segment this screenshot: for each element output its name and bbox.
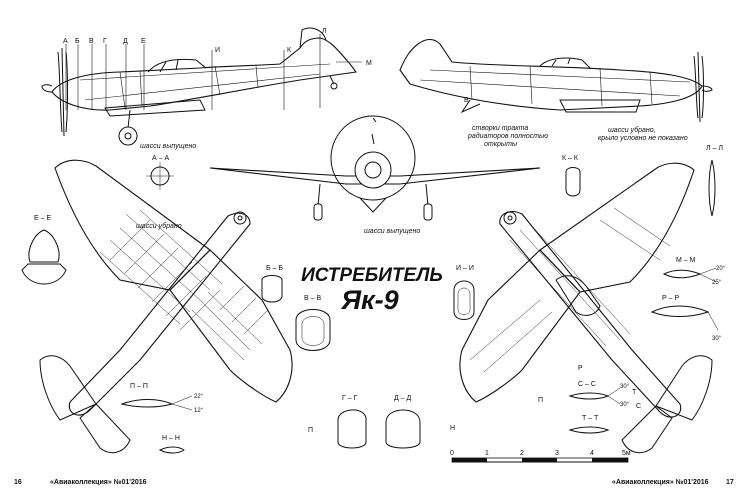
gear-down-side-note: шасси выпущено: [140, 143, 196, 150]
scale-tick-3: 3: [555, 450, 559, 457]
footer-left-publication: «Авиаколлекция» №01'2016: [50, 478, 147, 486]
svg-text:30°: 30°: [620, 402, 630, 408]
station-e-label: Е: [141, 38, 146, 45]
svg-text:30°: 30°: [620, 384, 630, 390]
svg-text:А – А: А – А: [152, 155, 169, 162]
footer-right-page: 17: [726, 479, 734, 486]
scale-tick-4: 4: [590, 450, 594, 457]
station-a-label: А: [63, 38, 68, 45]
section-gg: Г – Г: [337, 395, 367, 449]
plan-view-left: шасси убрано: [39, 159, 293, 454]
side-view-left: А Б В Г Д Е И К Л М шасси выпущено: [41, 27, 372, 150]
svg-text:Т – Т: Т – Т: [582, 415, 599, 422]
section-ii: И – И: [453, 265, 475, 320]
section-bb: Б – Б: [261, 265, 283, 303]
front-view: шасси выпущено: [209, 115, 541, 235]
svg-text:И – И: И – И: [456, 265, 474, 272]
footer-left-page: 16: [14, 479, 22, 486]
station-i-label: И: [215, 47, 220, 54]
scale-tick-2: 2: [520, 450, 524, 457]
plan-view-right: [459, 162, 713, 454]
svg-text:Е – Е: Е – Е: [34, 215, 51, 222]
section-ll: Л – Л: [706, 145, 723, 217]
svg-text:С: С: [636, 403, 641, 410]
svg-text:Н – Н: Н – Н: [162, 435, 180, 442]
gear-up-plan-note: шасси убрано: [136, 222, 182, 230]
section-dd: Д – Д: [385, 395, 421, 449]
radiator-flaps-note: створки тракта радиаторов полностью откр…: [467, 125, 550, 148]
scale-bar: 0 1 2 3 4 5м: [450, 450, 631, 463]
station-d-label: Д: [123, 38, 128, 45]
section-ee: Е – Е: [21, 215, 67, 285]
svg-text:Р: Р: [578, 365, 583, 372]
station-k-label: К: [287, 47, 292, 54]
svg-text:Л – Л: Л – Л: [706, 145, 723, 152]
station-m-label: М: [366, 60, 372, 67]
svg-text:С – С: С – С: [578, 381, 596, 388]
svg-text:М – М: М – М: [676, 257, 696, 264]
svg-text:Н: Н: [450, 425, 455, 432]
section-tt: Т – Т: [568, 415, 610, 434]
station-l-label: Л: [322, 28, 327, 35]
gear-down-front-note: шасси выпущено: [364, 228, 420, 235]
footer: 16 «Авиаколлекция» №01'2016 «Авиаколлекц…: [14, 478, 734, 486]
station-g-label: Г: [103, 38, 107, 45]
section-kk: К – К: [562, 155, 581, 197]
svg-text:П: П: [538, 397, 543, 404]
plan-station-letters: П Н П Р Т С: [308, 365, 641, 434]
side-view-right: В створки тракта радиаторов полностью от…: [399, 38, 713, 148]
svg-text:25°: 25°: [712, 280, 722, 286]
scale-tick-0: 0: [450, 450, 454, 457]
svg-text:22°: 22°: [194, 394, 204, 400]
svg-text:Т: Т: [632, 389, 637, 396]
section-ss: С – С 30° 30°: [568, 381, 630, 408]
section-rr: Р – Р 30°: [650, 295, 722, 342]
svg-text:Д – Д: Д – Д: [394, 395, 412, 402]
svg-text:20°: 20°: [716, 266, 726, 272]
svg-text:Б – Б: Б – Б: [266, 265, 283, 272]
gear-up-wing-note: шасси убрано, крыло условно не показано: [598, 126, 688, 142]
svg-text:Р – Р: Р – Р: [662, 295, 679, 302]
side-right-station-v: В: [464, 97, 469, 104]
section-nn: Н – Н: [158, 435, 185, 454]
section-pp: П – П 22° 12°: [120, 383, 204, 414]
svg-text:12°: 12°: [194, 408, 204, 414]
scale-tick-5: 5м: [622, 450, 631, 457]
section-aa: А – А: [146, 155, 174, 190]
station-v-label: В: [89, 38, 94, 45]
title-block: ИСТРЕБИТЕЛЬ Як-9: [301, 265, 443, 315]
footer-right-publication: «Авиаколлекция» №01'2016: [612, 478, 709, 486]
section-mm: М – М 20° 25°: [662, 257, 726, 286]
svg-text:Г – Г: Г – Г: [342, 395, 358, 402]
station-b-label: Б: [75, 38, 80, 45]
title-line2: Як-9: [340, 285, 398, 315]
section-vv: В – В: [295, 295, 331, 351]
svg-text:30°: 30°: [712, 336, 722, 342]
svg-text:П – П: П – П: [130, 383, 148, 390]
svg-text:В – В: В – В: [304, 295, 321, 302]
svg-text:П: П: [308, 427, 313, 434]
title-line1: ИСТРЕБИТЕЛЬ: [301, 265, 443, 286]
svg-text:К – К: К – К: [562, 155, 579, 162]
scale-tick-1: 1: [485, 450, 489, 457]
